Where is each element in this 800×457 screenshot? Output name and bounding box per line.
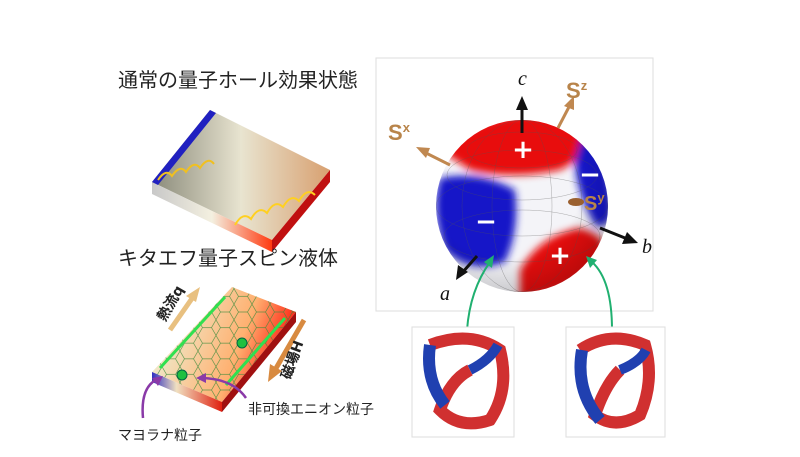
edge-current-right [234,191,316,226]
mobius-strip-left [423,332,510,430]
magnetic-field-arrow-icon [268,318,307,382]
majorana-edge-mode-right [224,317,287,386]
edge-current-left [157,159,215,181]
sign-minus-left: − [475,207,497,237]
spin-z-label: Sz [566,78,588,103]
axis-a-label: a [440,283,450,305]
majorana-edge-mode-left [158,295,227,370]
axis-a-arrow-icon [456,255,479,280]
anyon-label: 非可換エニオン粒子 [248,402,374,418]
axis-c-arrow-icon [516,96,528,133]
arrowhead-icon [586,256,597,268]
axis-b-arrow-icon [599,226,638,244]
spin-y-arrow-icon [568,198,584,206]
spin-y-label: Sy [584,190,605,215]
anyon-particle [236,337,248,349]
spin-z-arrow-icon [556,96,574,129]
arrowhead-icon [484,255,494,268]
green-pointer-arrow-right [591,261,613,331]
qhe-title: 通常の量子ホール効果状態 [118,68,358,92]
kitaev-title: キタエフ量子スピン液体 [118,246,338,270]
arrowhead-icon [196,373,206,383]
sign-plus-bottom: + [549,241,571,271]
axis-c-label: c [518,68,527,90]
majorana-label: マヨラナ粒子 [118,428,202,444]
spin-x-label: Sx [388,120,411,145]
kitaev-slab [152,287,296,412]
axis-b-label: b [642,236,652,258]
qhe-slab [152,110,330,252]
arrowhead-icon [152,376,163,386]
green-pointer-arrow-left [466,261,491,331]
anyon-particle [176,369,188,381]
heat-flow-label: 熱流q [154,283,188,324]
spin-x-arrow-icon [416,147,451,167]
sign-plus-top: + [512,135,534,165]
spin-sphere [436,120,608,292]
heat-flow-arrow-icon [167,287,200,332]
sign-minus-right: − [579,160,601,190]
mobius-strip-right [574,332,655,429]
